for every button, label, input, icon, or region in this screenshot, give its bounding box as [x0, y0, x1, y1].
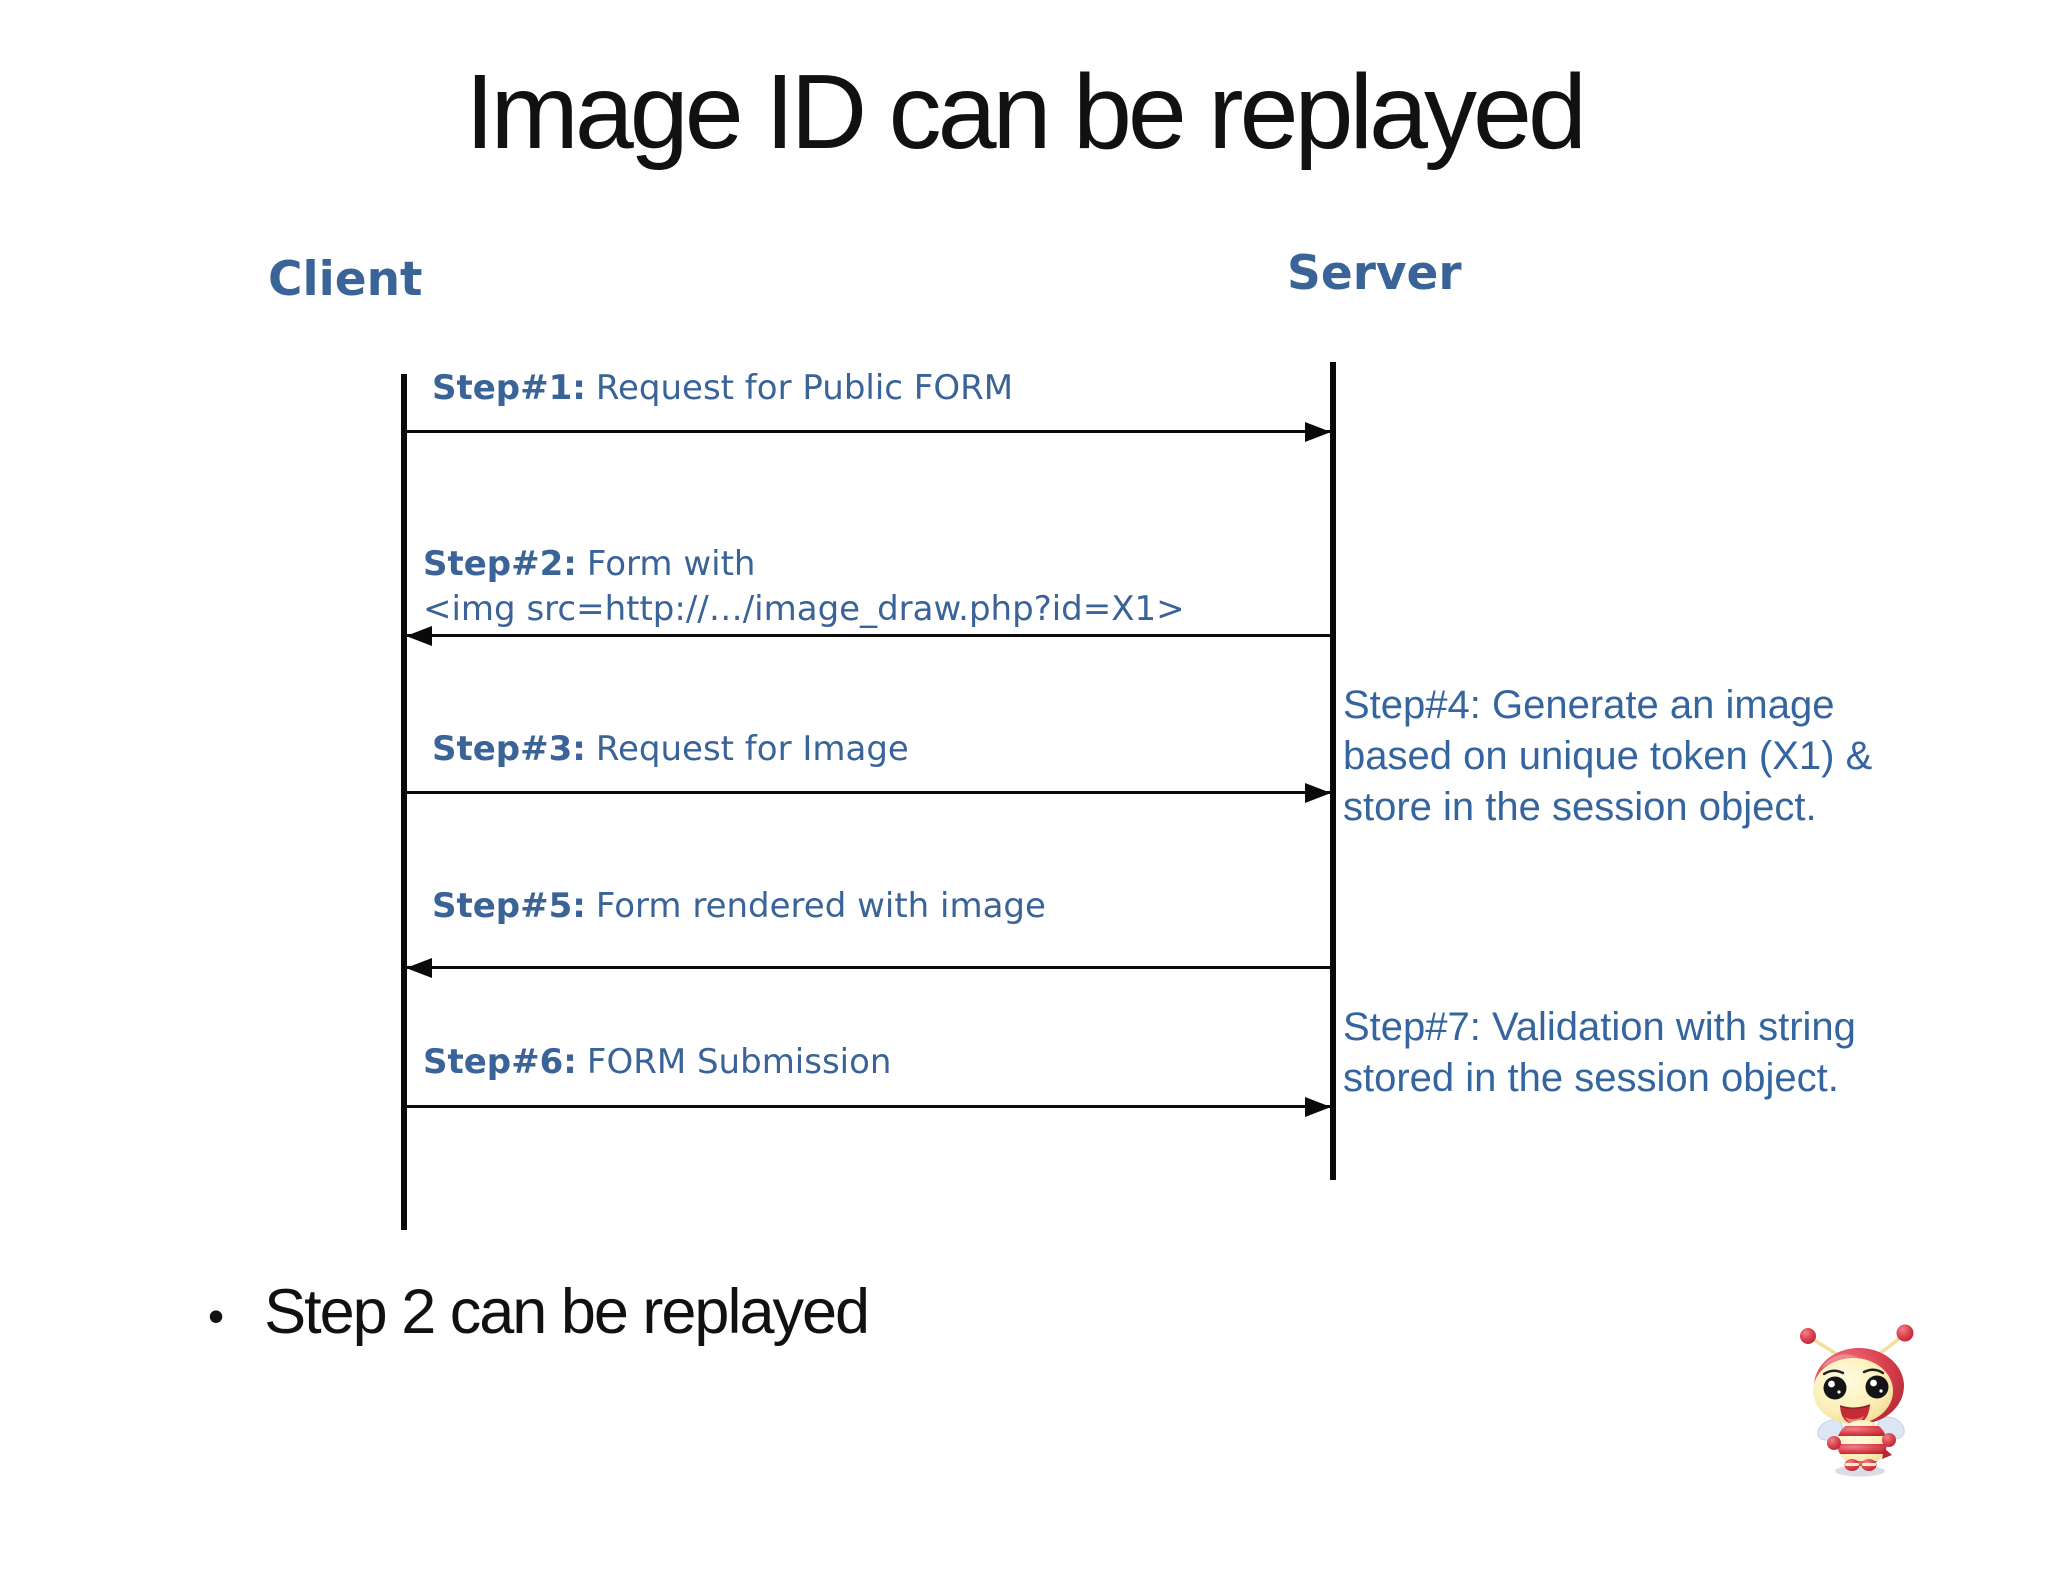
server-lifeline: [1330, 362, 1336, 1180]
bee-mascot-icon: [1800, 1324, 1914, 1477]
server-label: Server: [1287, 246, 1462, 301]
message-label-step5: Step#5:Form rendered with image: [432, 884, 1046, 929]
step6-prefix: Step#6:: [423, 1042, 577, 1082]
step5-text: Form rendered with image: [595, 886, 1046, 926]
message-label-step1: Step#1:Request for Public FORM: [432, 366, 1013, 411]
step2-text: Form with: [586, 544, 756, 584]
arrow-step3-right: [407, 783, 1331, 803]
bullet-text: Step 2 can be replayed: [264, 1277, 870, 1347]
arrow-step5-left: [406, 958, 1330, 978]
step6-text: FORM Submission: [586, 1042, 892, 1082]
page-title: Image ID can be replayed: [465, 53, 1587, 171]
bullet-marker: •: [208, 1290, 225, 1342]
message-label-step2: Step#2:Form with <img src=http://…/image…: [423, 542, 1185, 632]
arrow-step6-right: [407, 1097, 1331, 1117]
client-lifeline: [401, 374, 407, 1230]
arrow-step1-right: [407, 422, 1331, 442]
step1-text: Request for Public FORM: [595, 368, 1014, 408]
step1-prefix: Step#1:: [432, 368, 586, 408]
step3-prefix: Step#3:: [432, 729, 586, 769]
message-label-step6: Step#6:FORM Submission: [423, 1040, 891, 1085]
server-note-step4: Step#4: Generate an image based on uniqu…: [1343, 683, 1873, 829]
step2-prefix: Step#2:: [423, 544, 577, 584]
step2-line1: Step#2:Form with: [423, 542, 1185, 587]
bullet-item: • Step 2 can be replayed: [208, 1276, 870, 1348]
arrow-step2-left: [406, 626, 1330, 646]
step2-line2: <img src=http://…/image_draw.php?id=X1>: [423, 589, 1185, 629]
step3-text: Request for Image: [595, 729, 909, 769]
step5-prefix: Step#5:: [432, 886, 586, 926]
client-label: Client: [268, 252, 423, 307]
message-label-step3: Step#3:Request for Image: [432, 727, 909, 772]
server-note-step7: Step#7: Validation with string stored in…: [1343, 1005, 1856, 1100]
